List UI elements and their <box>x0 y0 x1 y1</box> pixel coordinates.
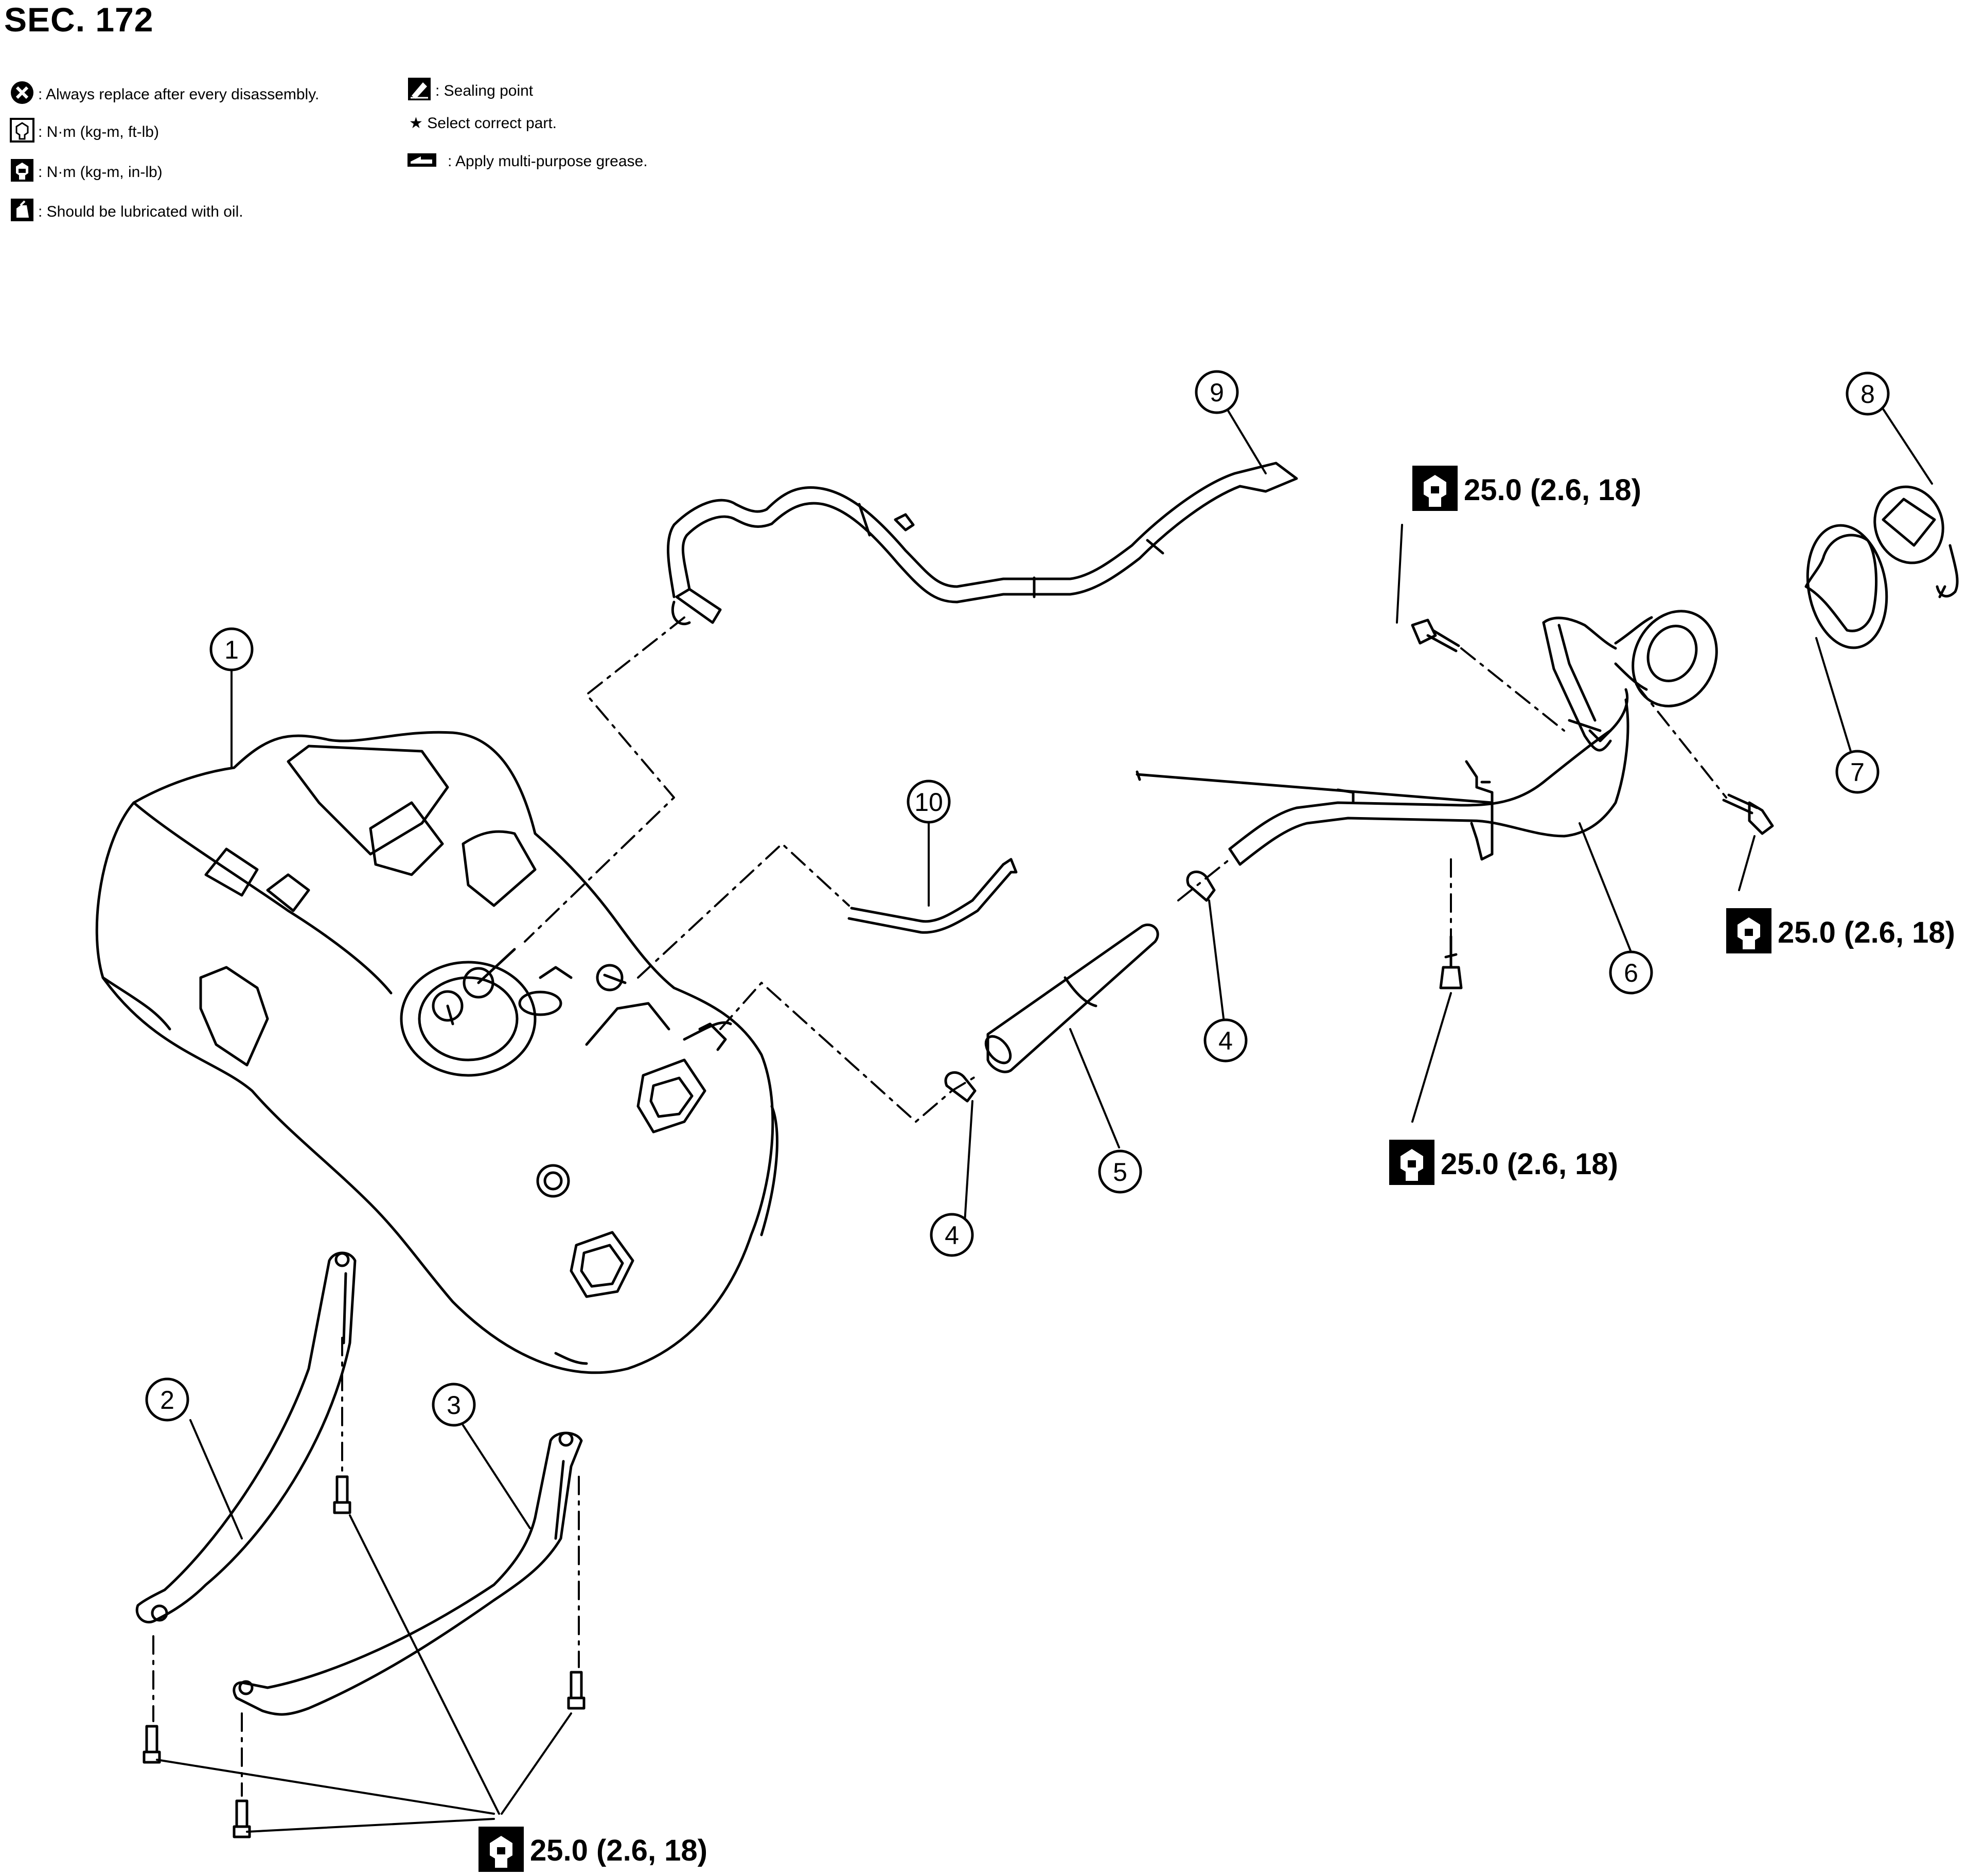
strap-bolt-b <box>567 1671 586 1710</box>
callout-3-circle <box>432 1383 476 1427</box>
torque-value: 25.0 (2.6, 18) <box>530 1834 707 1867</box>
grease-icon <box>406 150 437 173</box>
callout-3: 3 <box>447 1391 461 1420</box>
legend-torque-inlb: : N·m (kg-m, in-lb) <box>9 157 163 187</box>
torque-spec-filler-top: 25.0 (2.6, 18) <box>1412 466 1641 511</box>
fuel-cap <box>1873 485 1959 598</box>
small-hose <box>847 858 1018 934</box>
legend-select: ★ Select correct part. <box>409 114 557 132</box>
legend-replace-text: : Always replace after every disassembly… <box>38 86 320 103</box>
callout-1: 1 <box>224 635 239 664</box>
callout-4a-circle <box>930 1213 974 1257</box>
torque-wrench-icon <box>9 117 35 147</box>
callout-7: 7 <box>1850 758 1865 787</box>
torque-value: 25.0 (2.6, 18) <box>1778 916 1955 949</box>
callout-5: 5 <box>1113 1158 1127 1187</box>
legend-select-text: ★ Select correct part. <box>409 115 557 132</box>
legend-grease-text: : Apply multi-purpose grease. <box>448 153 648 170</box>
callout-5-circle <box>1098 1149 1142 1194</box>
filler-bolt-top <box>1411 618 1460 652</box>
torque-icon <box>478 1827 524 1872</box>
callout-4b-circle <box>1203 1018 1248 1063</box>
sealing-point-icon <box>406 76 432 106</box>
callout-1-circle <box>209 627 254 671</box>
callout-6: 6 <box>1624 959 1638 987</box>
callout-6-circle <box>1609 950 1653 995</box>
torque-spec-straps: 25.0 (2.6, 18) <box>478 1827 707 1872</box>
tank-band-left <box>135 1251 357 1624</box>
legend-torque-inlb-text: : N·m (kg-m, in-lb) <box>38 164 163 181</box>
torque-value: 25.0 (2.6, 18) <box>1464 473 1641 507</box>
oil-can-icon <box>9 197 35 227</box>
hose-clamp-a <box>944 1071 977 1103</box>
strap-bolt-c <box>143 1725 161 1764</box>
legend-sealing-text: : Sealing point <box>435 82 534 99</box>
filler-gasket <box>1804 524 1888 649</box>
leader-lines <box>156 408 1933 1833</box>
tank-band-right <box>233 1431 583 1716</box>
strap-bolt-a <box>333 1475 351 1514</box>
torque-icon <box>1389 1140 1434 1185</box>
vent-hose <box>667 462 1298 626</box>
callout-9: 9 <box>1210 378 1224 407</box>
callout-2-circle <box>145 1377 189 1422</box>
filler-hose <box>984 923 1159 1073</box>
torque-value: 25.0 (2.6, 18) <box>1441 1147 1618 1181</box>
torque-icon <box>1726 908 1771 953</box>
filler-bolt-right <box>1722 793 1774 835</box>
legend-lubricate: : Should be lubricated with oil. <box>9 197 243 227</box>
torque-wrench-inlb-icon <box>9 157 35 187</box>
legend-sealing: : Sealing point <box>406 76 533 106</box>
section-title: SEC. 172 <box>4 1 154 39</box>
hose-clamp-b <box>1186 870 1216 902</box>
callout-8-circle <box>1846 371 1890 416</box>
torque-icon <box>1412 466 1458 511</box>
legend-torque-ftlb: : N·m (kg-m, ft-lb) <box>9 117 159 147</box>
torque-spec-filler-bottom: 25.0 (2.6, 18) <box>1389 1140 1618 1185</box>
callout-8: 8 <box>1860 380 1875 409</box>
filler-tube <box>1136 610 1718 866</box>
callout-10-circle <box>907 780 951 824</box>
callout-4b: 4 <box>1218 1027 1233 1055</box>
legend-lubricate-text: : Should be lubricated with oil. <box>38 203 243 220</box>
callout-10: 10 <box>914 788 943 817</box>
callout-4a: 4 <box>945 1221 959 1250</box>
callout-9-circle <box>1195 370 1239 414</box>
legend-grease: : Apply multi-purpose grease. <box>406 150 648 173</box>
strap-bolt-d <box>233 1799 251 1838</box>
torque-spec-filler-right: 25.0 (2.6, 18) <box>1726 908 1955 953</box>
legend-replace: : Always replace after every disassembly… <box>9 80 319 110</box>
legend-torque-ftlb-text: : N·m (kg-m, ft-lb) <box>38 123 159 140</box>
callout-7-circle <box>1835 750 1880 794</box>
replace-icon <box>9 80 35 110</box>
fuel-tank <box>95 731 778 1374</box>
assembly-lines <box>152 616 1727 1797</box>
callout-2: 2 <box>160 1386 174 1414</box>
filler-bolt-bottom <box>1439 935 1463 989</box>
